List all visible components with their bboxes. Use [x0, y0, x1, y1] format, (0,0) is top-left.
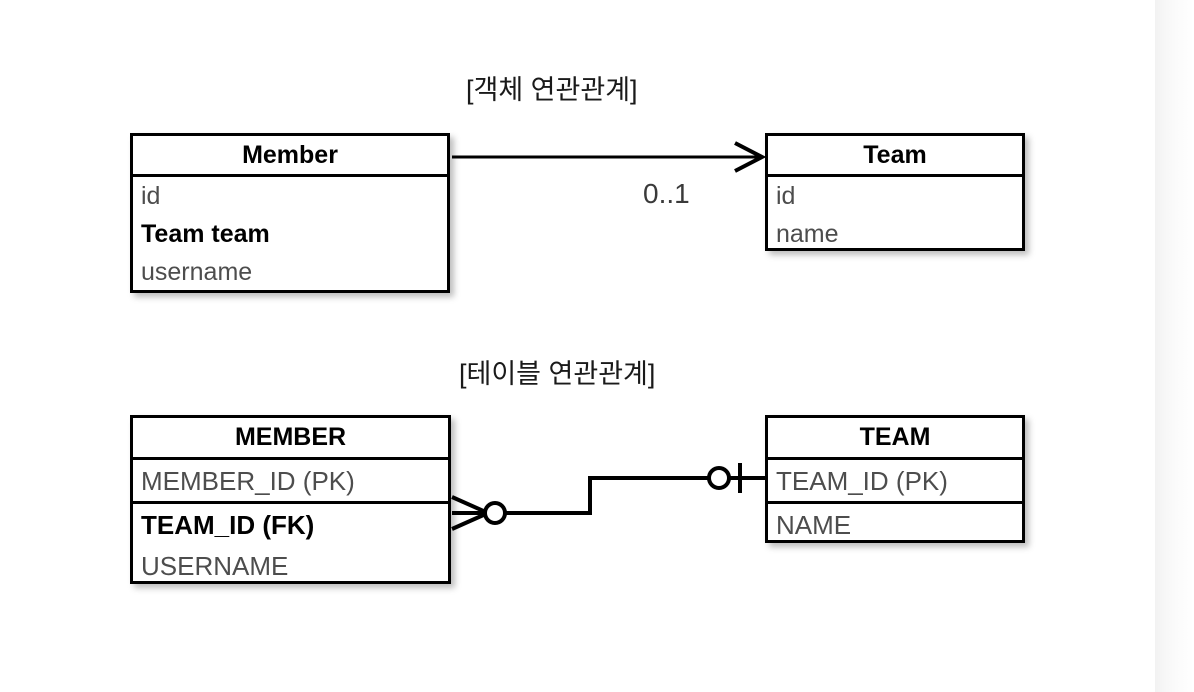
entity-team-table-column-group: NAME [768, 501, 1022, 545]
object-model-title: [객체 연관관계] [466, 75, 638, 105]
attribute-id: id [141, 181, 161, 210]
attribute-name: name [776, 219, 839, 248]
column-team-id-fk: TEAM_ID (FK) [141, 509, 315, 540]
multiplicity-label: 0..1 [643, 178, 690, 209]
association-arrow-member-to-team [452, 141, 767, 173]
entity-member[interactable]: Member id Team team username [130, 133, 450, 293]
entity-member-name: Member [133, 136, 447, 177]
entity-member-attributes: id Team team username [133, 177, 447, 291]
entity-team-attributes: id name [768, 177, 1022, 253]
attribute-team-team: Team team [141, 219, 270, 248]
column-name: NAME [776, 509, 852, 540]
slide-canvas: [객체 연관관계] Member id Team team username T… [130, 75, 1025, 584]
entity-team[interactable]: Team id name [765, 133, 1025, 251]
entity-team-table[interactable]: TEAM TEAM_ID (PK) NAME [765, 415, 1025, 543]
attribute-id: id [776, 181, 796, 210]
entity-team-name: Team [768, 136, 1022, 177]
crows-foot-zero-circle-icon [483, 501, 507, 525]
entity-member-table[interactable]: MEMBER MEMBER_ID (PK) TEAM_ID (FK) USERN… [130, 415, 451, 584]
attribute-username: username [141, 257, 253, 286]
page-edge-shadow [1155, 0, 1194, 692]
table-model-title: [테이블 연관관계] [459, 359, 656, 389]
entity-member-table-column-group: TEAM_ID (FK) USERNAME [133, 501, 448, 586]
entity-team-table-pk-group: TEAM_ID (PK) [768, 460, 1022, 501]
column-username: USERNAME [141, 550, 289, 581]
entity-team-table-name: TEAM [768, 418, 1022, 460]
crows-foot-zero-circle-icon-right [707, 466, 731, 490]
entity-member-table-name: MEMBER [133, 418, 448, 460]
column-team-id-pk: TEAM_ID (PK) [776, 465, 948, 496]
column-member-id-pk: MEMBER_ID (PK) [141, 465, 355, 496]
entity-member-table-pk-group: MEMBER_ID (PK) [133, 460, 448, 501]
crows-foot-many-icon [451, 495, 489, 531]
crowsfoot-relation-member-to-team [451, 463, 766, 531]
